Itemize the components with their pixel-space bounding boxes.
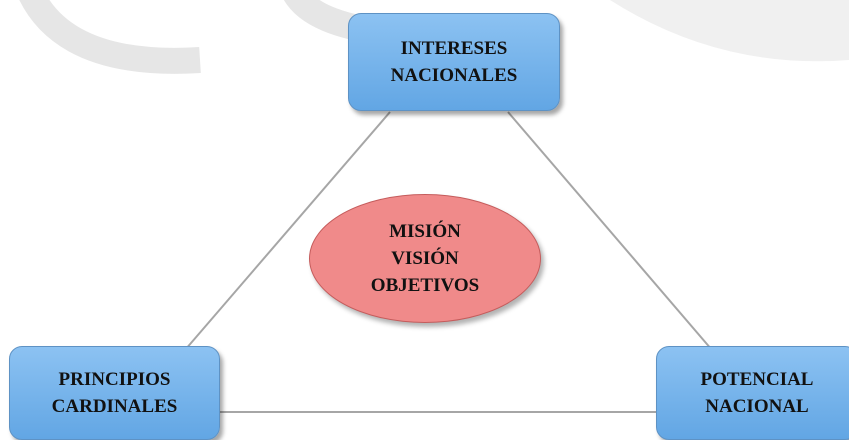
node-right-line-1: POTENCIAL bbox=[700, 369, 814, 390]
center-ellipse: MISIÓN VISIÓN OBJETIVOS bbox=[309, 194, 541, 323]
node-top-line-1: INTERESES bbox=[400, 38, 508, 59]
watermark-arc-left bbox=[19, 0, 201, 74]
node-top-line-2: NACIONALES bbox=[390, 65, 518, 86]
node-right-line-2: NACIONAL bbox=[705, 396, 809, 417]
edge-top-left bbox=[184, 111, 391, 351]
center-line-objetivos: OBJETIVOS bbox=[370, 275, 480, 296]
node-left-line-1: PRINCIPIOS bbox=[58, 369, 171, 390]
node-left-line-2: CARDINALES bbox=[51, 396, 178, 417]
node-principios-cardinales: PRINCIPIOS CARDINALES bbox=[9, 346, 220, 440]
edge-top-right bbox=[507, 111, 713, 351]
watermark-shape-right bbox=[610, 0, 849, 62]
node-intereses-nacionales: INTERESES NACIONALES bbox=[348, 13, 560, 111]
center-line-vision: VISIÓN bbox=[391, 248, 459, 269]
node-potencial-nacional: POTENCIAL NACIONAL bbox=[656, 346, 849, 440]
center-line-mision: MISIÓN bbox=[389, 221, 461, 242]
